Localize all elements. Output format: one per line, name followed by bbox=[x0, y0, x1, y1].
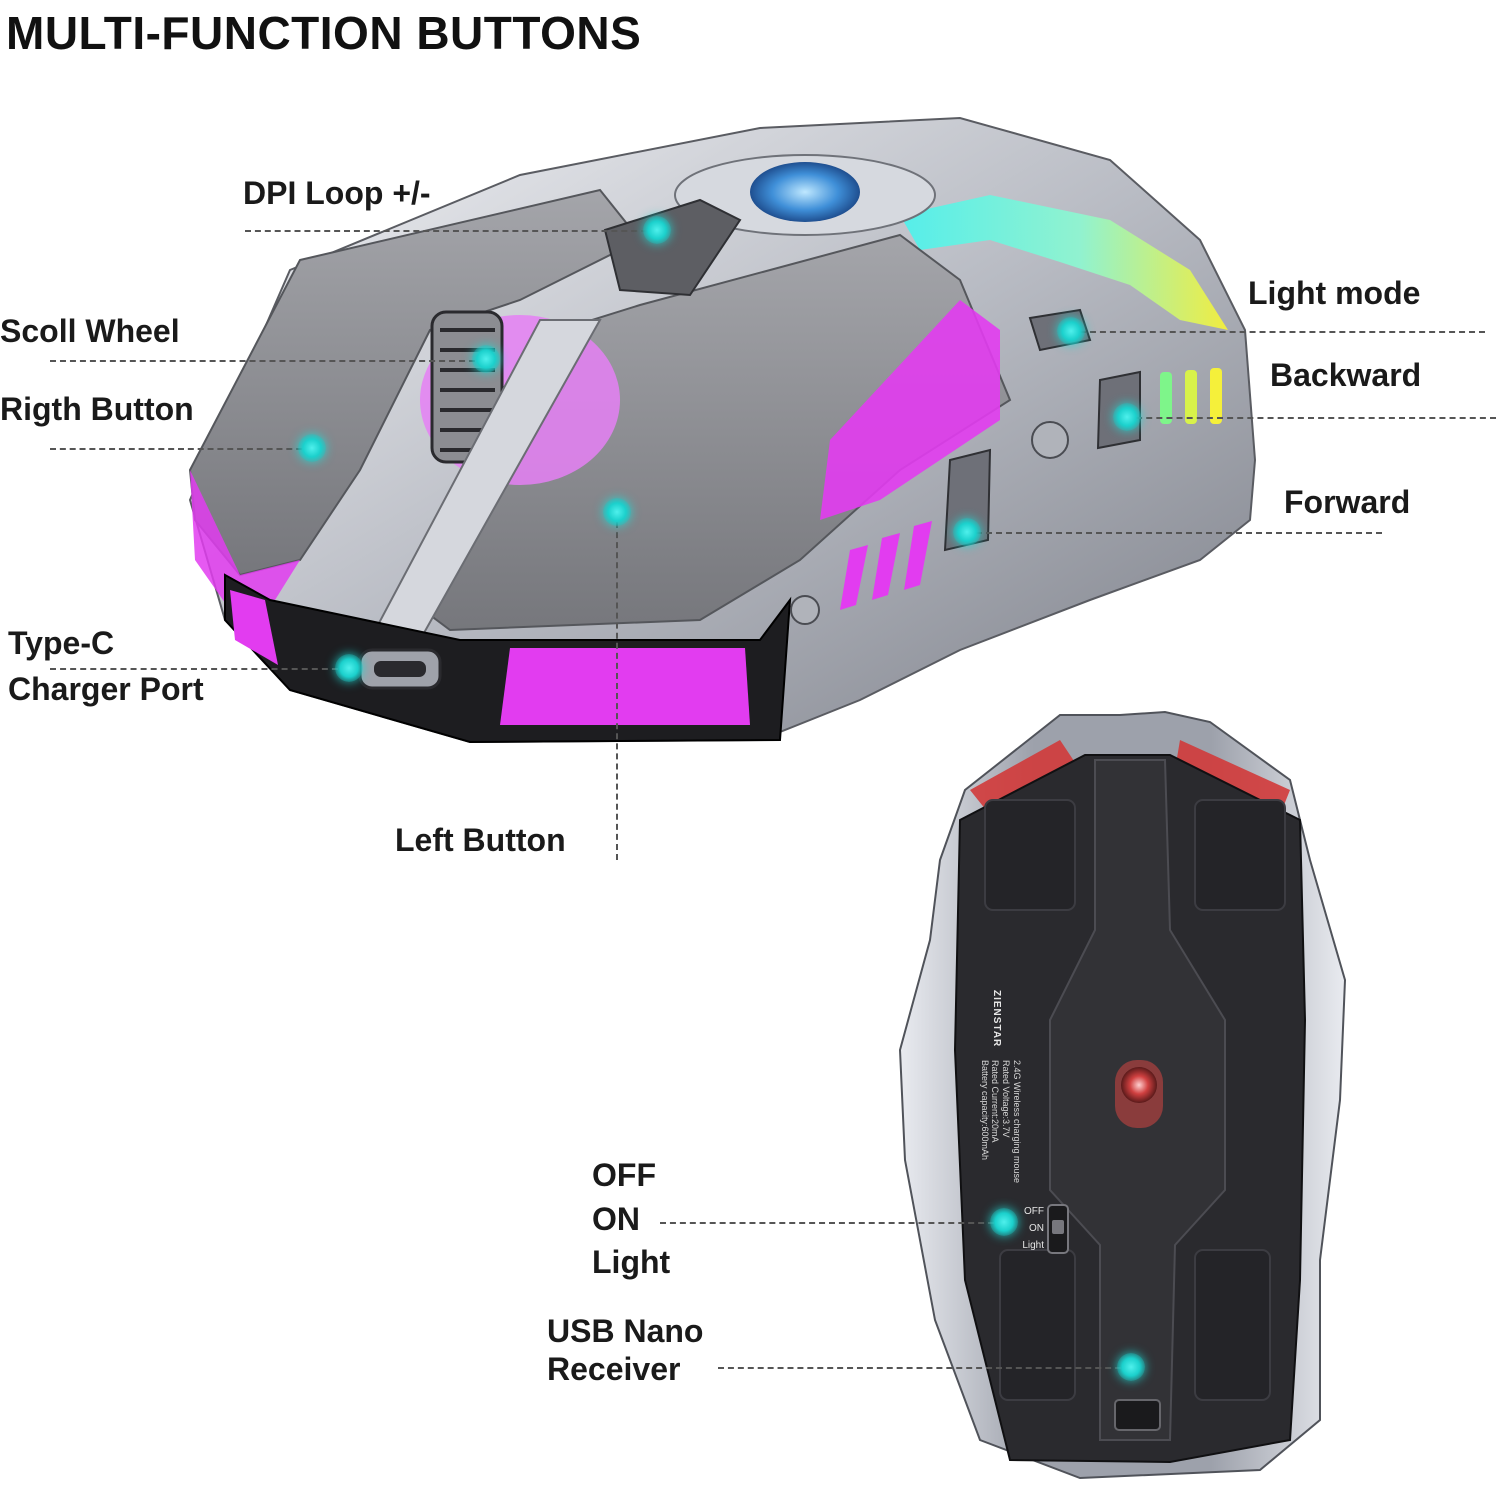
spec-line: Battery capacity:600mAh bbox=[979, 1060, 990, 1161]
marker-forward bbox=[953, 518, 981, 546]
switch-legend-on: ON bbox=[1029, 1223, 1044, 1234]
switch-legend-off: OFF bbox=[1024, 1206, 1044, 1217]
label-switch-light: Light bbox=[592, 1244, 671, 1280]
marker-light-mode bbox=[1057, 317, 1085, 345]
label-left-button: Left Button bbox=[395, 822, 566, 858]
label-right-button: Rigth Button bbox=[0, 391, 194, 427]
switch-legend-light: Light bbox=[1022, 1240, 1044, 1251]
page-title: MULTI-FUNCTION BUTTONS bbox=[6, 7, 642, 59]
label-forward: Forward bbox=[1284, 484, 1411, 520]
leader-switch bbox=[660, 1222, 1004, 1224]
marker-usb bbox=[1117, 1353, 1145, 1381]
mouse-bottom-view bbox=[898, 710, 1347, 1480]
marker-backward bbox=[1113, 403, 1141, 431]
label-type-c-line1: Type-C bbox=[8, 625, 115, 661]
label-scroll-wheel: Scoll Wheel bbox=[0, 313, 180, 349]
leader-left-button bbox=[616, 512, 618, 860]
mouse-top-view bbox=[188, 116, 1257, 744]
leader-forward bbox=[966, 532, 1382, 534]
leader-scroll bbox=[50, 360, 485, 362]
marker-switch bbox=[990, 1208, 1018, 1236]
marker-dpi bbox=[643, 216, 671, 244]
switch-legend: OFF ON Light bbox=[1018, 1203, 1044, 1254]
leader-type-c bbox=[50, 668, 348, 670]
leader-usb bbox=[718, 1367, 1131, 1369]
marker-type-c bbox=[335, 654, 363, 682]
label-light-mode: Light mode bbox=[1248, 275, 1421, 311]
label-backward: Backward bbox=[1270, 357, 1422, 393]
leader-dpi bbox=[245, 230, 657, 232]
label-dpi-loop: DPI Loop +/- bbox=[243, 175, 431, 211]
leader-backward bbox=[1126, 417, 1496, 419]
marker-left-button bbox=[603, 498, 631, 526]
leader-right-button bbox=[50, 448, 312, 450]
leader-light-mode bbox=[1070, 331, 1485, 333]
marker-right-button bbox=[298, 434, 326, 462]
label-switch-on: ON bbox=[592, 1201, 640, 1237]
label-switch-off: OFF bbox=[592, 1157, 656, 1193]
label-type-c-line2: Charger Port bbox=[8, 671, 204, 707]
label-usb-line1: USB Nano bbox=[547, 1313, 704, 1349]
marker-scroll bbox=[472, 345, 500, 373]
label-usb-line2: Receiver bbox=[547, 1351, 681, 1387]
